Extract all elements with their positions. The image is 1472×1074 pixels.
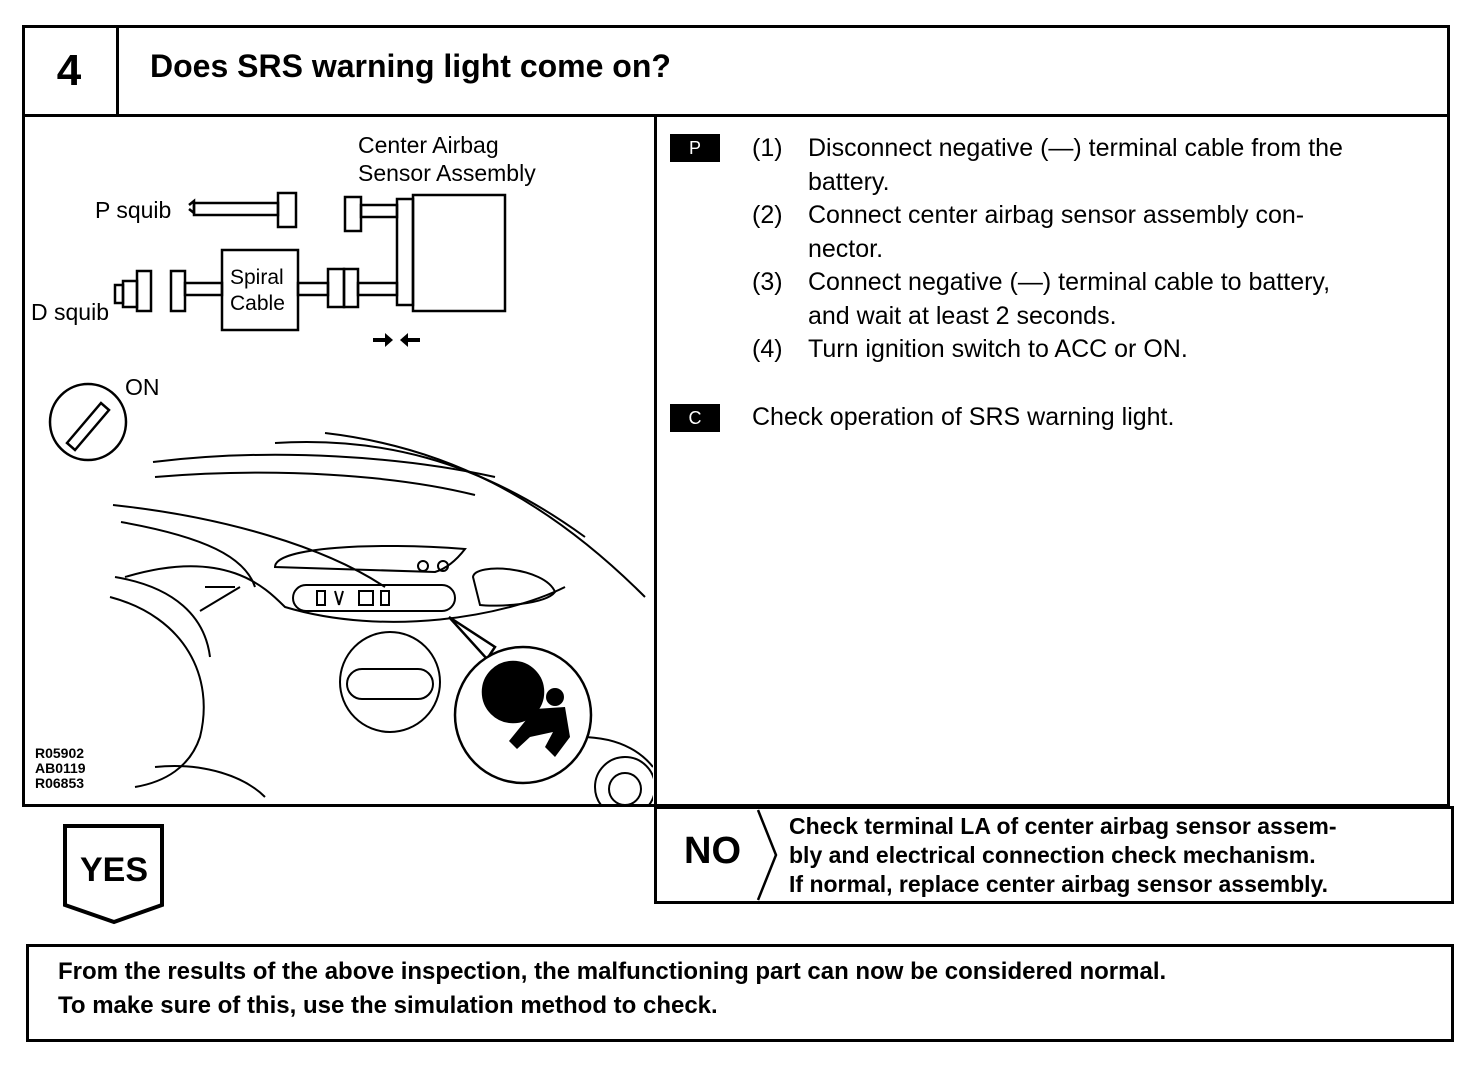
figure-code-1: R05902 xyxy=(35,745,84,761)
conclusion-line: To make sure of this, use the simulation… xyxy=(58,992,718,1019)
no-branch-box xyxy=(654,806,1454,904)
conclusion-line: From the results of the above inspection… xyxy=(58,958,1167,985)
header-divider xyxy=(116,25,119,116)
step-box xyxy=(22,25,1450,807)
step-index: (3) xyxy=(752,268,783,296)
spiral-label-2: Cable xyxy=(230,292,285,315)
header-bottom-rule xyxy=(22,114,1450,117)
yes-label: YES xyxy=(80,851,148,889)
airbag-person-icon xyxy=(509,688,570,757)
step-index: (4) xyxy=(752,335,783,363)
p-squib-connector xyxy=(188,191,298,229)
spiral-label-1: Spiral xyxy=(230,266,284,289)
figure-code-3: R06853 xyxy=(35,775,84,791)
prepare-tag: P xyxy=(670,134,720,162)
spiral-cable: Spiral Cable xyxy=(220,248,399,332)
no-label: NO xyxy=(684,830,741,872)
column-divider xyxy=(654,114,657,807)
on-label: ON xyxy=(125,374,160,400)
illustration: Center Airbag Sensor Assembly P squib D … xyxy=(31,132,653,805)
procedure-step-4: (4) Turn ignition switch to ACC or ON. xyxy=(752,333,1343,367)
srs-warning-light-callout xyxy=(448,615,593,785)
step-question: Does SRS warning light come on? xyxy=(150,48,671,84)
conclusion-text: From the results of the above inspection… xyxy=(58,955,1166,1023)
step-line: battery. xyxy=(808,167,890,196)
no-line: Check terminal LA of center airbag senso… xyxy=(789,813,1337,839)
procedure-steps: (1) Disconnect negative (—) terminal cab… xyxy=(752,132,1343,367)
no-line: bly and electrical connection check mech… xyxy=(789,842,1316,868)
no-chevron xyxy=(756,809,778,901)
step-line: Connect negative (—) terminal cable to b… xyxy=(808,268,1331,296)
step-index: (2) xyxy=(752,201,783,229)
center-sensor-assembly xyxy=(343,193,507,313)
step-line: Connect center airbag sensor assembly co… xyxy=(808,201,1305,229)
step-line: and wait at least 2 seconds. xyxy=(808,301,1117,330)
step-line: Disconnect negative (—) terminal cable f… xyxy=(808,134,1343,162)
no-branch-instruction: Check terminal LA of center airbag senso… xyxy=(789,812,1337,899)
check-instruction: Check operation of SRS warning light. xyxy=(752,403,1175,431)
conclusion-box xyxy=(26,944,1454,1042)
d-squib-label: D squib xyxy=(31,299,109,325)
p-squib-label: P squib xyxy=(95,197,171,223)
procedure-step-1: (1) Disconnect negative (—) terminal cab… xyxy=(752,132,1343,199)
instrument-panel-sketch xyxy=(109,432,653,805)
check-tag: C xyxy=(670,404,720,432)
step-line: Turn ignition switch to ACC or ON. xyxy=(808,335,1188,363)
ignition-switch-icon: ON xyxy=(48,374,160,462)
step-line: nector. xyxy=(808,234,884,263)
no-line: If normal, replace center airbag sensor … xyxy=(789,871,1329,897)
center-sensor-label-2: Sensor Assembly xyxy=(358,160,536,186)
connect-arrows-icon xyxy=(373,333,420,347)
yes-pointer: YES xyxy=(63,824,164,925)
step-index: (1) xyxy=(752,134,783,162)
procedure-step-2: (2) Connect center airbag sensor assembl… xyxy=(752,199,1343,266)
d-squib-connector xyxy=(113,269,224,313)
figure-code-2: AB0119 xyxy=(35,760,86,776)
procedure-step-3: (3) Connect negative (—) terminal cable … xyxy=(752,266,1343,333)
step-number: 4 xyxy=(56,45,82,95)
center-sensor-label-1: Center Airbag xyxy=(358,132,499,158)
